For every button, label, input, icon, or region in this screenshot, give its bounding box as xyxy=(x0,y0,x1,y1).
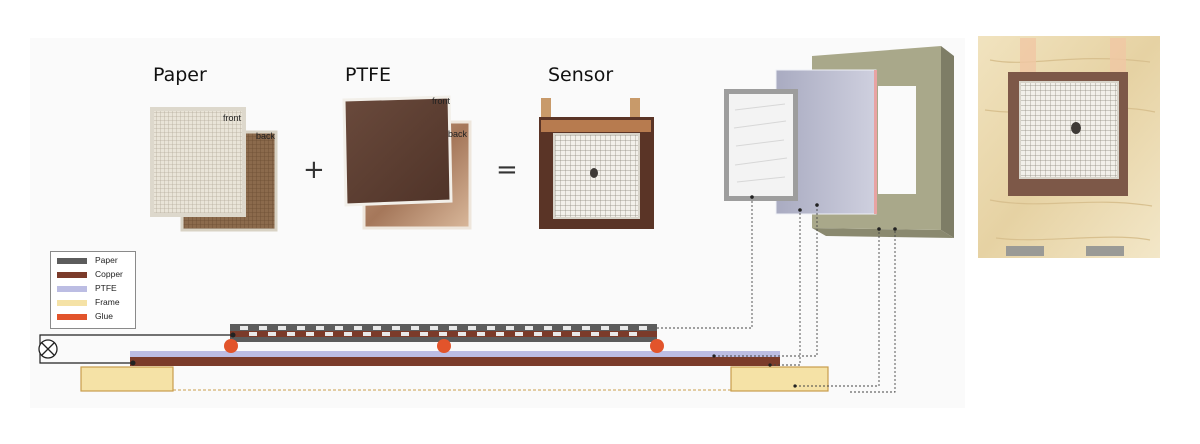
title-ptfe: PTFE xyxy=(345,64,391,86)
cs-frame-left xyxy=(80,366,174,392)
leader-copper xyxy=(770,210,801,366)
assembled-photo xyxy=(978,36,1160,258)
ptfe-front-sheet xyxy=(342,95,453,207)
leader-ptfe xyxy=(714,205,818,357)
frame-olive-bottom xyxy=(812,228,954,238)
sensor-copper-tape-top xyxy=(541,120,651,132)
cs-wire-node-bottom xyxy=(130,360,136,366)
title-sensor: Sensor xyxy=(548,64,614,86)
legend-swatch-paper xyxy=(57,258,87,264)
legend-swatch-frame xyxy=(57,300,87,306)
title-paper: Paper xyxy=(153,64,207,86)
sensor-tab-right xyxy=(630,98,640,124)
cs-ptfe-layer xyxy=(130,351,780,357)
leader-paper xyxy=(657,197,753,329)
plus-sign: + xyxy=(303,155,325,185)
legend-label-glue: Glue xyxy=(95,311,113,321)
legend: Paper Copper PTFE Frame Glue xyxy=(50,251,136,329)
exploded-view xyxy=(724,46,954,238)
leader-frame-outer xyxy=(850,229,896,393)
board-tape-right xyxy=(1110,38,1126,78)
legend-label-ptfe: PTFE xyxy=(95,283,117,293)
cs-mesh-holes xyxy=(240,326,647,336)
paper-sheets xyxy=(150,107,278,232)
paper-front-label: front xyxy=(223,113,242,123)
sensor-tab-left xyxy=(541,98,551,124)
cs-copper-base xyxy=(130,357,780,366)
cs-paper-top xyxy=(230,324,657,331)
legend-label-paper: Paper xyxy=(95,255,118,265)
ptfe-front-label: front xyxy=(432,96,451,106)
sensor-spot xyxy=(590,168,598,178)
board-sensor-spot xyxy=(1071,122,1081,134)
board-sensor-mesh xyxy=(1019,81,1119,179)
paper-plate-texture xyxy=(733,103,788,183)
legend-swatch-copper xyxy=(57,272,87,278)
paper-back-label: back xyxy=(256,131,276,141)
cs-glue-right xyxy=(650,339,664,353)
board-foot-right xyxy=(1086,246,1124,256)
frame-olive-side xyxy=(941,46,954,238)
board-tape-left xyxy=(1020,38,1036,78)
cs-frame-right xyxy=(730,366,829,392)
legend-swatch-glue xyxy=(57,314,87,320)
leader-dots xyxy=(712,195,897,388)
paper-front-sheet xyxy=(150,107,246,217)
legend-swatch-ptfe xyxy=(57,286,87,292)
sensor-photo xyxy=(539,98,654,229)
leader-frame-inner xyxy=(795,229,880,387)
ptfe-sheets xyxy=(342,95,472,230)
lamp-symbol-icon xyxy=(38,339,58,359)
cross-section xyxy=(38,324,829,392)
ptfe-back-label: back xyxy=(448,129,468,139)
legend-label-copper: Copper xyxy=(95,269,123,279)
equals-sign: = xyxy=(496,155,518,185)
cs-glue-center xyxy=(437,339,451,353)
legend-label-frame: Frame xyxy=(95,297,120,307)
cs-wire-node-top xyxy=(230,332,236,338)
board-foot-left xyxy=(1006,246,1044,256)
ptfe-plate-edge xyxy=(874,70,877,214)
cs-glue-left xyxy=(224,339,238,353)
leader-lines xyxy=(657,197,896,393)
